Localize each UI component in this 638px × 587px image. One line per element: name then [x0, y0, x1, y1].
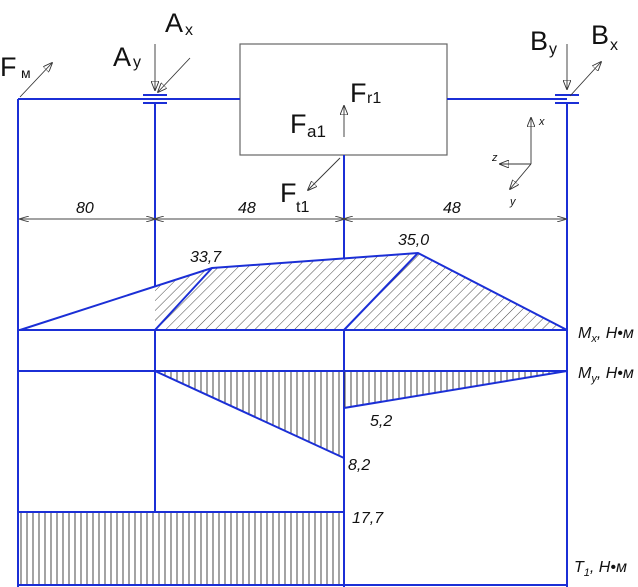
ft1-arrow	[308, 157, 341, 190]
svg-text:B: B	[591, 20, 609, 50]
svg-text:F: F	[280, 178, 297, 208]
mx-diagram-outline	[18, 251, 568, 331]
gear-box	[239, 43, 448, 156]
force-label-ax: A x	[165, 8, 193, 39]
force-label-by: B y	[530, 26, 557, 58]
dim-48-left: 48	[238, 200, 256, 217]
svg-text:y: y	[549, 41, 557, 58]
svg-text:x: x	[185, 22, 193, 39]
force-label-fa1: F a1	[290, 109, 326, 141]
my-diagram-outline	[18, 370, 568, 460]
force-arrows	[19, 44, 601, 190]
svg-text:y: y	[133, 54, 141, 71]
axis-x-label: x	[538, 116, 545, 128]
force-label-fr1: F r1	[350, 78, 381, 108]
torque-value: 17,7	[352, 510, 384, 527]
fm-arrow	[19, 63, 52, 98]
bx-arrow	[569, 62, 601, 97]
coordinate-axes	[500, 118, 531, 189]
svg-text:м: м	[21, 65, 31, 81]
dim-80: 80	[76, 200, 94, 217]
svg-text:A: A	[165, 8, 183, 38]
torque-diagram-outline	[18, 511, 567, 587]
svg-text:t1: t1	[296, 199, 309, 216]
svg-text:a1: a1	[307, 122, 326, 141]
my-label: My, Н•м	[578, 365, 634, 385]
torque-label: T1, Н•м	[574, 559, 627, 579]
axis-y-label: y	[509, 196, 517, 208]
mx-value-right: 35,0	[398, 232, 429, 249]
axis-z-label: z	[491, 152, 498, 164]
svg-text:B: B	[530, 26, 548, 56]
dim-48-right: 48	[443, 200, 461, 217]
svg-text:F: F	[0, 52, 17, 82]
svg-text:A: A	[113, 42, 131, 72]
vertical-section-lines	[17, 99, 568, 587]
my-value-upper: 5,2	[370, 413, 392, 430]
svg-text:r1: r1	[367, 90, 381, 107]
svg-text:F: F	[350, 78, 367, 108]
mx-diagram-fill	[20, 253, 567, 330]
force-label-bx: B x	[591, 20, 618, 54]
mx-label: Mx, Н•м	[578, 325, 634, 345]
my-value-lower: 8,2	[348, 457, 370, 474]
svg-text:F: F	[290, 109, 307, 139]
ax-arrow	[158, 57, 191, 92]
force-label-fm: F м	[0, 52, 31, 82]
force-label-ft1: F t1	[280, 178, 309, 216]
my-diagram-fill	[155, 371, 567, 458]
torque-diagram-fill	[20, 512, 344, 586]
force-label-ay: A y	[113, 42, 141, 72]
svg-text:x: x	[610, 37, 618, 54]
mx-value-left: 33,7	[190, 249, 222, 266]
